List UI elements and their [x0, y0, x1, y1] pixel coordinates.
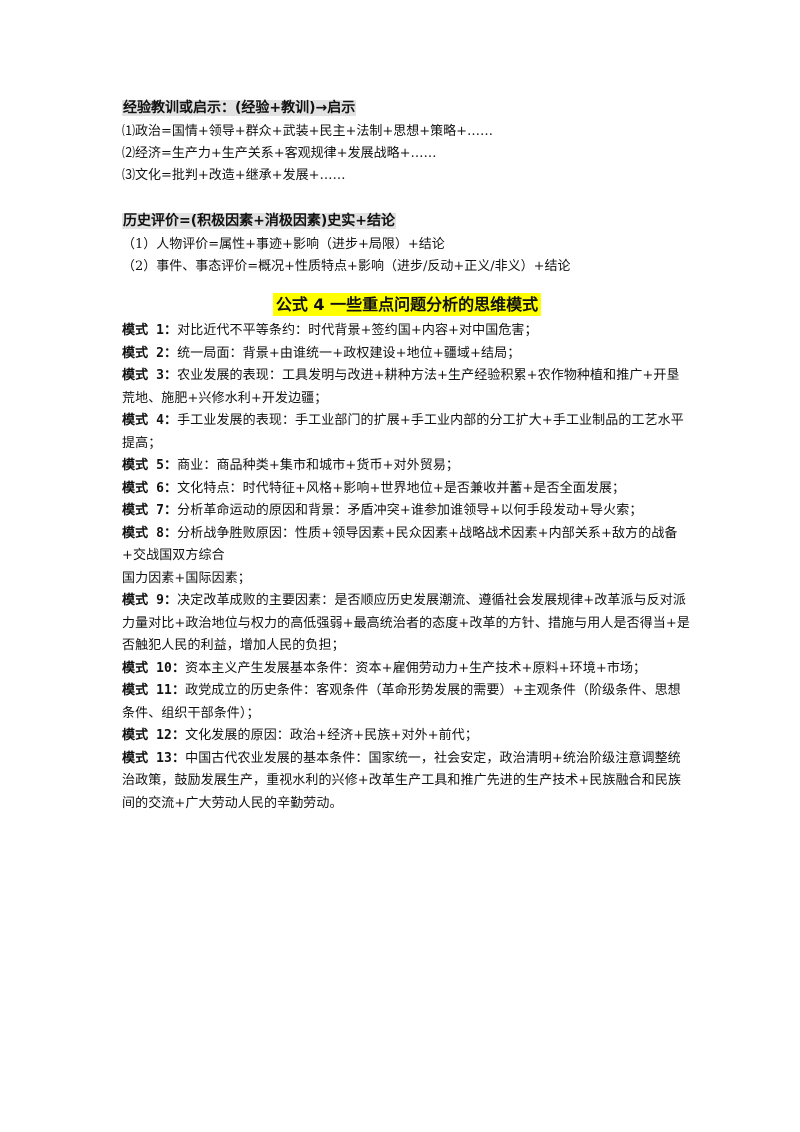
lessons-section: 经验教训或启示：(经验+教训)→启示 ⑴政治=国情+领导+群众+武装+民主+法制…: [122, 96, 692, 187]
mode-text: 资本主义产生发展基本条件：资本+雇佣劳动力+生产技术+原料+环境+市场；: [185, 660, 647, 676]
mode-item: 模式 4：手工业发展的表现：手工业部门的扩展+手工业内部的分工扩大+手工业制品的…: [122, 410, 692, 455]
section-gap: [122, 187, 692, 209]
mode-item: 模式 6：文化特点：时代特征+风格+影响+世界地位+是否兼收并蓄+是否全面发展；: [122, 478, 692, 501]
mode-item: 模式 11：政党成立的历史条件：客观条件（革命形势发展的需要）+主观条件（阶级条…: [122, 680, 692, 725]
mode-text: 中国古代农业发展的基本条件：国家统一，社会安定，政治清明+统治阶级注意调整统治政…: [122, 750, 682, 811]
mode-item: 模式 10：资本主义产生发展基本条件：资本+雇佣劳动力+生产技术+原料+环境+市…: [122, 658, 692, 681]
mode-item: 模式 9：决定改革成败的主要因素：是否顺应历史发展潮流、遵循社会发展规律+改革派…: [122, 590, 692, 658]
lessons-header-line: 经验教训或启示：(经验+教训)→启示: [122, 96, 692, 119]
mode-label: 模式 2：: [122, 345, 178, 361]
mode-item: 模式 13：中国古代农业发展的基本条件：国家统一，社会安定，政治清明+统治阶级注…: [122, 748, 692, 816]
mode-item: 模式 1：对比近代不平等条约：时代背景+签约国+内容+对中国危害；: [122, 320, 692, 343]
evaluation-header: 历史评价=(积极因素+消极因素)史实+结论: [122, 213, 396, 229]
mode-text: 决定改革成败的主要因素：是否顺应历史发展潮流、遵循社会发展规律+改革派与反对派力…: [122, 593, 690, 653]
modes-section: 模式 1：对比近代不平等条约：时代背景+签约国+内容+对中国危害； 模式 2：统…: [122, 320, 692, 815]
mode-item: 模式 12：文化发展的原因：政治+经济+民族+对外+前代；: [122, 725, 692, 748]
mode-item: 模式 2：统一局面：背景+由谁统一+政权建设+地位+疆域+结局；: [122, 343, 692, 366]
mode-item: 模式 5：商业：商品种类+集市和城市+货币+对外贸易；: [122, 455, 692, 478]
mode-label: 模式 3：: [122, 368, 178, 383]
mode-label: 模式 8：: [122, 525, 178, 541]
lessons-item: ⑶文化=批判+改造+继承+发展+……: [122, 168, 346, 183]
mode-label: 模式 5：: [122, 458, 178, 473]
formula4-title: 公式 4 一些重点问题分析的思维模式: [272, 293, 542, 316]
mode-item: 模式 7：分析革命运动的原因和背景：矛盾冲突+谁参加谁领导+以何手段发动+导火索…: [122, 500, 692, 523]
mode-label: 模式 11：: [122, 683, 186, 698]
evaluation-item: （2）事件、事态评价=概况+性质特点+影响（进步/反动+正义/非义）+结论: [122, 259, 571, 274]
lessons-header: 经验教训或启示：(经验+教训)→启示: [122, 100, 357, 116]
mode-text: 文化特点：时代特征+风格+影响+世界地位+是否兼收并蓄+是否全面发展；: [177, 480, 626, 496]
mode-text: 国力因素+国际因素；: [122, 570, 251, 586]
mode-label: 模式 13：: [122, 750, 186, 766]
mode-text: 商业：商品种类+集市和城市+货币+对外贸易；: [177, 458, 460, 473]
mode-label: 模式 12：: [122, 728, 186, 743]
mode-label: 模式 10：: [122, 660, 186, 676]
mode-item: 国力因素+国际因素；: [122, 568, 692, 591]
mode-text: 政党成立的历史条件：客观条件（革命形势发展的需要）+主观条件（阶级条件、思想条件…: [122, 683, 681, 721]
mode-label: 模式 9：: [122, 593, 178, 608]
mode-text: 分析革命运动的原因和背景：矛盾冲突+谁参加谁领导+以何手段发动+导火索；: [177, 503, 643, 518]
mode-item: 模式 8：分析战争胜败原因：性质+领导因素+民众因素+战略战术因素+内部关系+敌…: [122, 523, 692, 568]
lessons-item: ⑴政治=国情+领导+群众+武装+民主+法制+思想+策略+……: [122, 124, 494, 139]
mode-label: 模式 1：: [122, 323, 178, 338]
mode-text: 统一局面：背景+由谁统一+政权建设+地位+疆域+结局；: [177, 345, 521, 361]
formula4-title-line: 公式 4 一些重点问题分析的思维模式: [122, 292, 692, 318]
evaluation-item: （1）人物评价=属性+事迹+影响（进步+局限）+结论: [122, 237, 445, 252]
mode-label: 模式 4：: [122, 413, 178, 428]
mode-text: 分析战争胜败原因：性质+领导因素+民众因素+战略战术因素+内部关系+敌方的战备+…: [122, 525, 678, 564]
mode-text: 文化发展的原因：政治+经济+民族+对外+前代；: [185, 728, 478, 743]
evaluation-section: 历史评价=(积极因素+消极因素)史实+结论 （1）人物评价=属性+事迹+影响（进…: [122, 209, 692, 278]
mode-text: 手工业发展的表现：手工业部门的扩展+手工业内部的分工扩大+手工业制品的工艺水平提…: [122, 413, 684, 451]
document-page: 经验教训或启示：(经验+教训)→启示 ⑴政治=国情+领导+群众+武装+民主+法制…: [122, 96, 692, 815]
mode-text: 农业发展的表现：工具发明与改进+耕种方法+生产经验积累+农作物种植和推广+开垦荒…: [122, 368, 680, 406]
mode-item: 模式 3：农业发展的表现：工具发明与改进+耕种方法+生产经验积累+农作物种植和推…: [122, 365, 692, 410]
mode-label: 模式 7：: [122, 503, 178, 518]
evaluation-header-line: 历史评价=(积极因素+消极因素)史实+结论: [122, 209, 692, 232]
mode-label: 模式 6：: [122, 480, 178, 496]
lessons-item: ⑵经济=生产力+生产关系+客观规律+发展战略+……: [122, 146, 437, 161]
mode-text: 对比近代不平等条约：时代背景+签约国+内容+对中国危害；: [177, 323, 538, 338]
